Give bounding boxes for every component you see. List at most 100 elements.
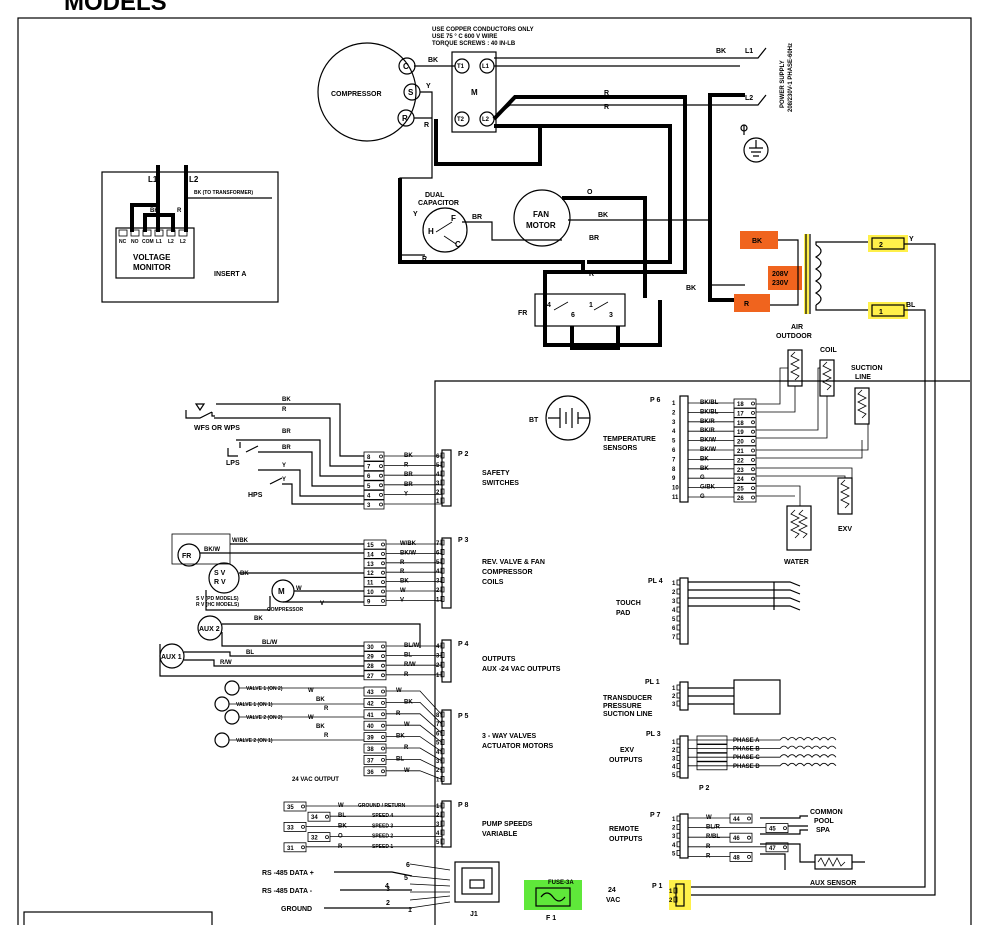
insert-a-label: INSERT A <box>214 271 246 278</box>
pl3-connector <box>679 735 689 779</box>
phase-label: PHASE A <box>733 738 760 744</box>
wire-r-top1: R <box>604 90 609 97</box>
j1-latch <box>469 879 485 889</box>
p6-term-screw <box>751 476 755 481</box>
coil-thermistor-zigzag <box>822 361 832 391</box>
p4-pin-slot <box>440 671 445 678</box>
p4-bk: BK <box>254 616 263 622</box>
models-title: MODELS <box>64 0 167 16</box>
wire-bk-fan <box>568 219 745 286</box>
p8-term-screw <box>301 825 305 829</box>
wire-cap-c <box>398 178 585 272</box>
pl4-pin-slot <box>676 579 681 586</box>
cap-h: H <box>428 227 434 236</box>
phase-label: PHASE C <box>733 755 760 761</box>
p4-term-screw <box>381 663 385 668</box>
bottom-label-box <box>23 911 213 925</box>
sensor-air-1: AIR <box>791 324 803 331</box>
p8-term-screw <box>301 804 305 809</box>
note-torque: TORQUE SCREWS : 40 IN-LB <box>432 41 516 47</box>
p4-pin-slot <box>440 661 445 668</box>
safety-term-screw <box>379 492 383 497</box>
p6-term: 18 <box>737 421 744 427</box>
p5-pin-6: 6 <box>436 731 440 737</box>
pl3-pin-slot <box>676 771 681 778</box>
p8-pin-slot <box>440 820 445 827</box>
p7-pin-slot <box>676 850 681 856</box>
compressor-s: S <box>408 88 414 97</box>
p5-term-screw <box>381 746 385 751</box>
pl3-pin-5: 5 <box>672 773 676 779</box>
p2-pin-slot <box>440 461 445 468</box>
wire-bk-fan-label: BK <box>598 212 608 219</box>
pl1-pin-slot <box>676 700 681 707</box>
p7-term-box <box>729 813 753 824</box>
p6-term: 24 <box>737 477 744 483</box>
valves-2: ACTUATOR MOTORS <box>482 743 553 750</box>
safety-term: 6 <box>367 474 371 480</box>
p4-pin-slot <box>440 642 445 649</box>
p3-v: V <box>320 601 324 607</box>
pl4-pin-3: 3 <box>672 599 676 605</box>
valve-label: VALVE 2 (ON 1) <box>236 738 273 744</box>
p5-term: 37 <box>367 758 374 764</box>
safety-wire: Y <box>282 463 286 469</box>
p7-term-box <box>729 832 753 843</box>
transducer-box <box>733 679 781 715</box>
tr-bk: BK <box>752 238 762 245</box>
rs485-plus: RS -485 DATA + <box>262 870 314 877</box>
p8-term-box <box>307 811 331 822</box>
power-l1: L1 <box>745 48 753 55</box>
pl3-pin-slot <box>676 746 681 753</box>
remote-1: REMOTE <box>609 826 639 833</box>
t1-label: T1 <box>457 64 465 70</box>
p5-term-box <box>363 686 387 697</box>
p6-pin: 5 <box>672 439 676 445</box>
p8-pin-1: 1 <box>436 804 440 810</box>
phase-label: PHASE B <box>733 747 760 753</box>
p1-pins: 12 <box>669 887 678 904</box>
remote-2: OUTPUTS <box>609 836 643 843</box>
compressor-label: COMPRESSOR <box>331 91 382 98</box>
ground-circle <box>743 137 769 163</box>
insert-to-transformer: BK (TO TRANSFORMER) <box>194 190 253 196</box>
outer-frame <box>17 17 972 925</box>
pl1-pin-2: 2 <box>672 694 676 700</box>
p7-label: P 7 <box>650 812 660 819</box>
l2-label: L2 <box>482 117 490 123</box>
insert-term-l1: L1 <box>156 239 162 245</box>
p1-label: P 1 <box>652 883 662 890</box>
p6-term: 21 <box>737 449 744 455</box>
p6-term: 22 <box>737 458 744 464</box>
wire-r-cap: R <box>422 256 427 263</box>
p1-pin-slot <box>673 896 678 903</box>
p3-m: M <box>278 587 285 596</box>
p7-term: 47 <box>769 846 776 852</box>
p5-connector <box>441 709 452 785</box>
safety-term-box <box>363 461 385 472</box>
p3-pin-slot <box>440 577 445 583</box>
p5-pin-2: 2 <box>436 768 440 774</box>
p7-term-screw <box>747 855 751 859</box>
p6-pin: 2 <box>672 410 676 416</box>
p5-pin-4: 4 <box>436 750 440 756</box>
pl1-pin-1: 1 <box>672 686 676 692</box>
safety-term-screw <box>379 454 383 459</box>
p6-pin: 8 <box>672 467 676 473</box>
p6-term: 23 <box>737 468 744 474</box>
valve-motor <box>214 696 230 712</box>
wire-bk-transformer <box>708 93 745 302</box>
j1-pin-num: 1 <box>408 907 412 914</box>
aux-sensor-icon <box>817 857 846 867</box>
p7-pin-slot <box>676 815 681 822</box>
p4-term: 30 <box>367 645 374 651</box>
p3-compressor: COMPRESSOR <box>267 607 304 613</box>
p7-connector <box>679 813 689 859</box>
aux-sensor-label: AUX SENSOR <box>810 880 856 887</box>
power-l2-switch <box>740 94 767 106</box>
j1-connector <box>454 861 500 903</box>
p8-term: 32 <box>311 836 318 842</box>
p8-pin-5: 5 <box>436 840 440 846</box>
transformer-core <box>805 234 811 314</box>
